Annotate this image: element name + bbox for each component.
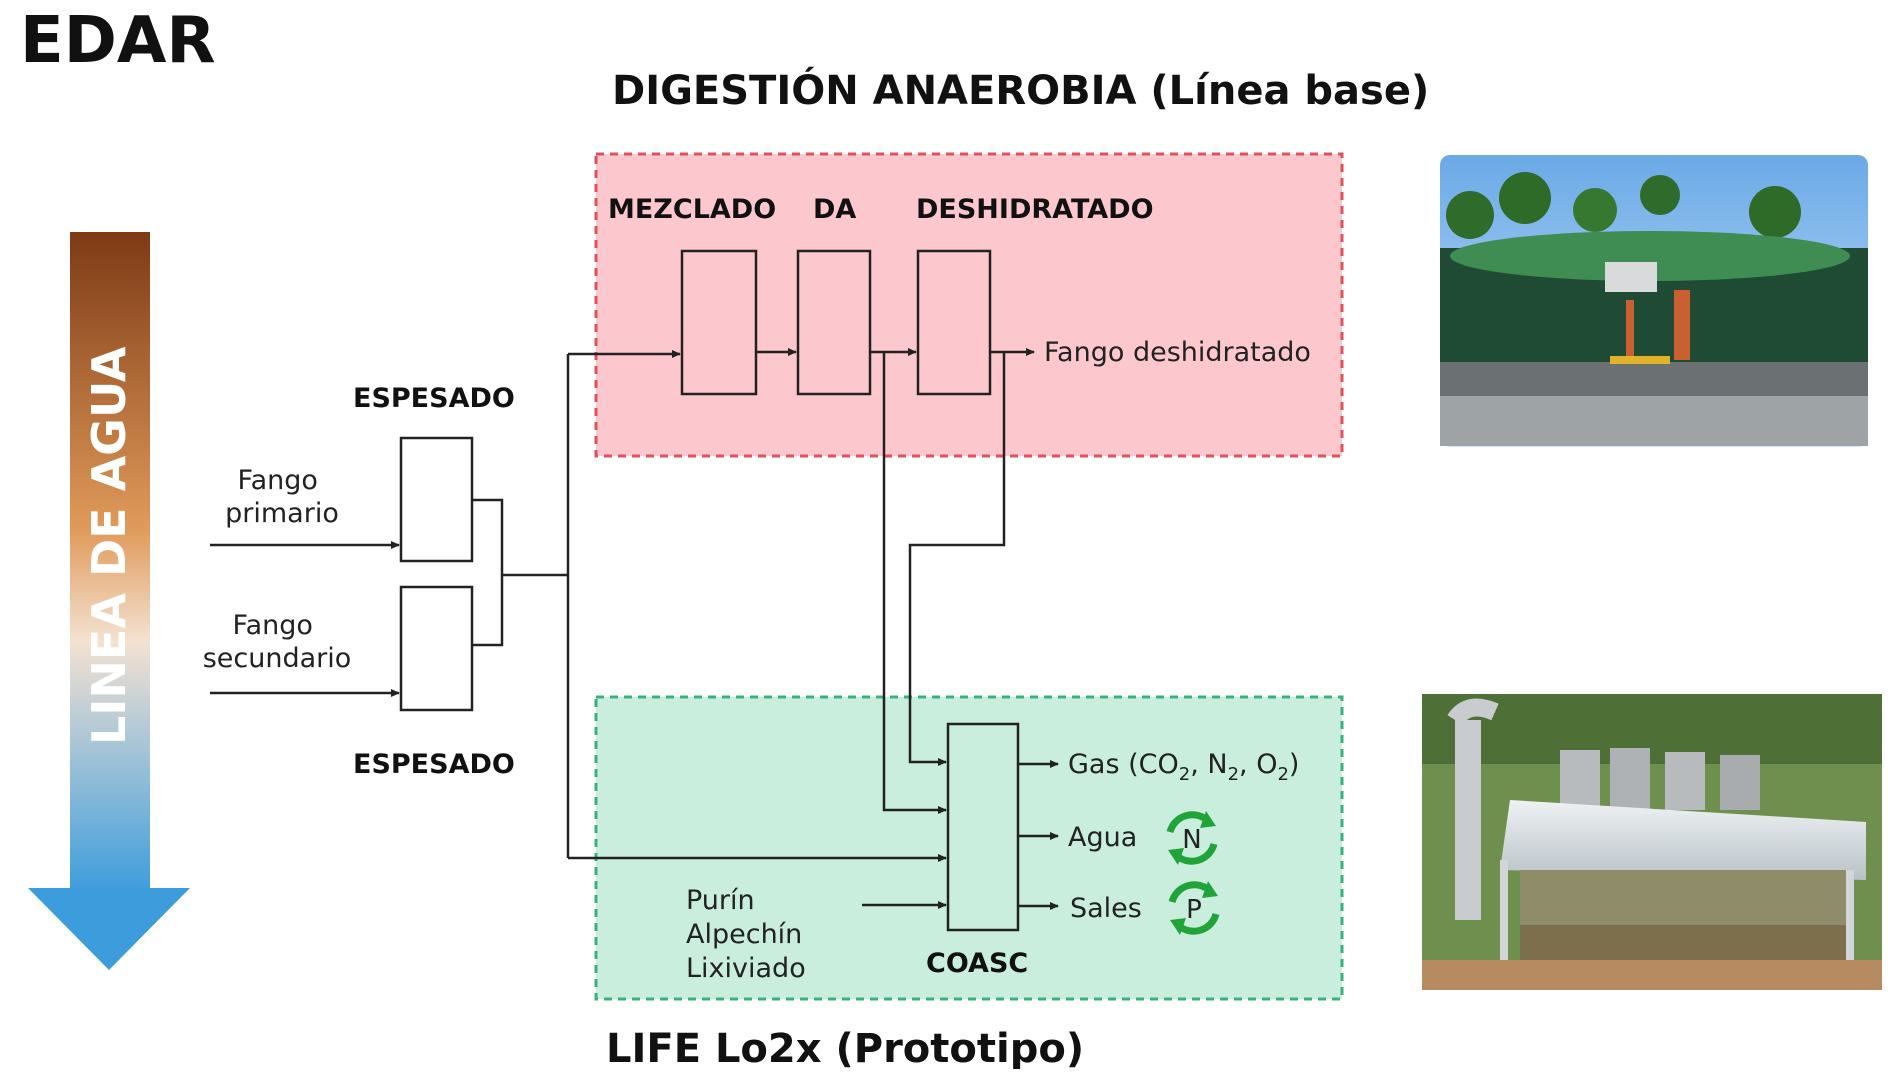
- stage-label-espesado-top: ESPESADO: [353, 383, 515, 414]
- output-label-gas: Gas (CO2, N2, O2): [1068, 749, 1299, 785]
- input-label-fango-primario: Fango primario: [225, 465, 339, 529]
- input-label-fango-secundario: Fango secundario: [203, 610, 352, 674]
- flow-dewatering-to-coasc: [908, 352, 1006, 766]
- thickener-box-primary: [399, 436, 474, 563]
- phosphorus-label: P: [1186, 895, 1202, 925]
- nitrogen-label: N: [1182, 825, 1201, 855]
- output-label-agua: Agua: [1068, 822, 1137, 853]
- stage-label-mezclado: MEZCLADO: [608, 194, 776, 225]
- thickener-box-secondary: [399, 585, 474, 712]
- nitrogen-recycle-icon: N: [1166, 811, 1218, 865]
- stage-label-espesado-bottom: ESPESADO: [353, 749, 515, 780]
- anaerobic-digester-photo: [1440, 155, 1868, 447]
- phosphorus-recycle-icon: P: [1168, 881, 1220, 935]
- input-label-external: Purín Alpechín Lixiviado: [686, 885, 811, 984]
- stage-label-deshidratado: DESHIDRATADO: [916, 194, 1154, 225]
- flow-thickener-merge: [472, 354, 570, 858]
- section-title-top: DIGESTIÓN ANAEROBIA (Línea base): [612, 66, 1429, 114]
- page-title: EDAR: [20, 4, 216, 78]
- dewatering-box: [916, 249, 992, 396]
- section-title-bottom: LIFE Lo2x (Prototipo): [606, 1026, 1084, 1069]
- stage-label-da: DA: [813, 194, 856, 225]
- water-line-label: LINEA DE AGUA: [82, 346, 136, 745]
- coasc-box: [946, 722, 1020, 932]
- pilot-plant-photo: [1422, 694, 1882, 990]
- digester-box: [796, 249, 872, 396]
- water-line-arrow: LINEA DE AGUA: [28, 232, 190, 970]
- output-label-fango-deshidratado: Fango deshidratado: [1044, 337, 1311, 368]
- mixing-box: [680, 249, 758, 396]
- flow-da-to-coasc: [882, 352, 947, 814]
- stage-label-coasc: COASC: [926, 948, 1028, 979]
- output-label-sales: Sales: [1070, 893, 1142, 924]
